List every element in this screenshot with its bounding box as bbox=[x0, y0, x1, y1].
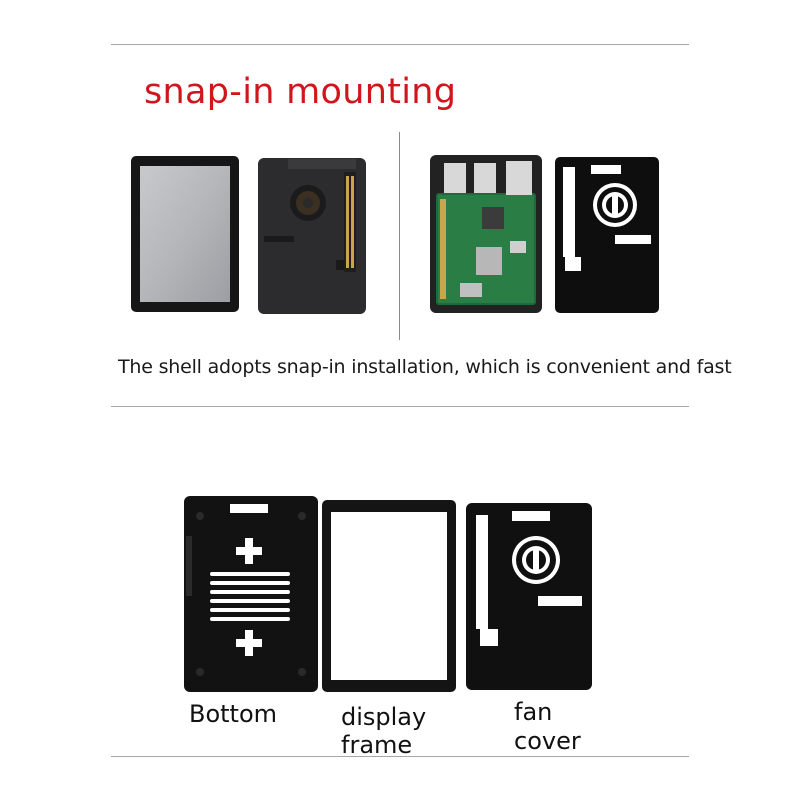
display-frame-image bbox=[322, 500, 456, 692]
section-title: snap-in mounting bbox=[144, 72, 457, 112]
case-with-board-image bbox=[430, 155, 542, 313]
fan-cover-image-bottom bbox=[466, 503, 592, 690]
bottom-divider bbox=[111, 756, 689, 757]
top-divider bbox=[111, 44, 689, 45]
middle-divider bbox=[111, 406, 689, 407]
description-text: The shell adopts snap-in installation, w… bbox=[118, 356, 732, 378]
label-fan-cover-line2: cover bbox=[514, 727, 581, 755]
case-back-image bbox=[258, 158, 366, 314]
label-fan-cover-line1: fan bbox=[514, 698, 553, 726]
label-display-frame-line2: frame bbox=[341, 731, 413, 759]
label-display-frame-line1: display bbox=[341, 703, 427, 731]
lcd-screen-image bbox=[131, 156, 239, 312]
center-divider bbox=[399, 132, 400, 340]
label-bottom: Bottom bbox=[189, 700, 278, 728]
fan-cover-image-top bbox=[555, 157, 659, 313]
case-bottom-image bbox=[184, 496, 318, 692]
